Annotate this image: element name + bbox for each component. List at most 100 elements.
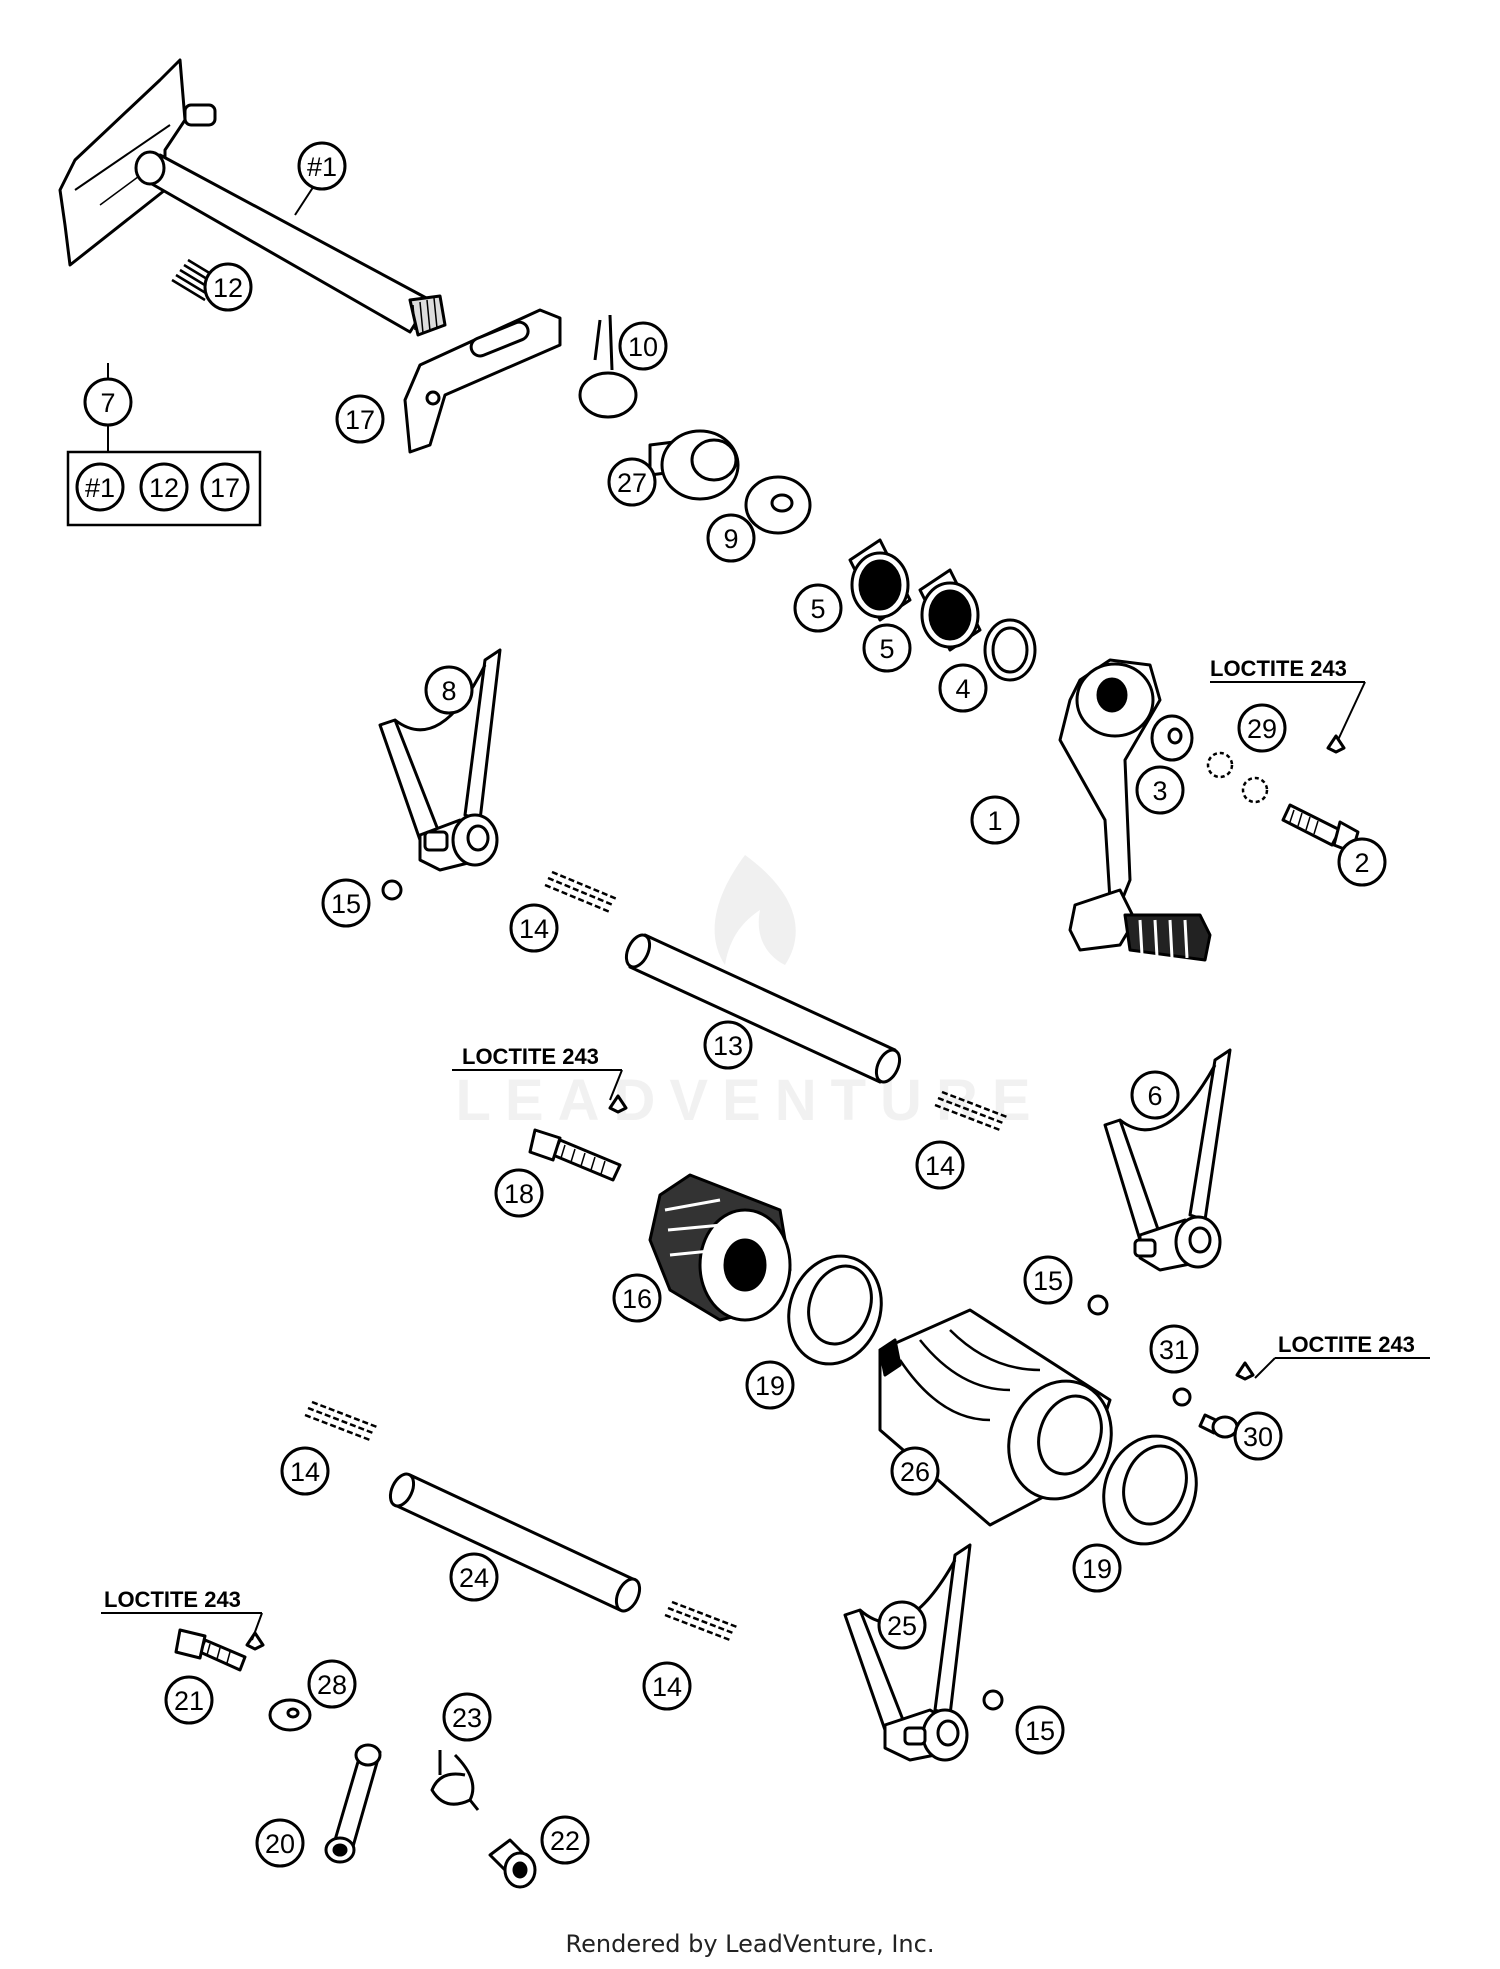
callout-label: 17 xyxy=(345,405,375,435)
callout-30: 19 xyxy=(1072,1543,1122,1593)
callout-17: 2 xyxy=(1337,837,1387,887)
callout-25: 15 xyxy=(1023,1255,1073,1305)
callout-circle xyxy=(280,1446,330,1496)
callout-circle xyxy=(612,1273,662,1323)
callout-label: 25 xyxy=(887,1611,917,1641)
callout-3: 10 xyxy=(618,321,668,371)
callout-label: 31 xyxy=(1159,1335,1189,1365)
callout-11: 5 xyxy=(862,623,912,673)
loctite-label-3: LOCTITE 243 xyxy=(1278,1332,1415,1357)
callout-label: 20 xyxy=(265,1829,295,1859)
callout-label: 29 xyxy=(1247,714,1277,744)
leader-lines xyxy=(101,171,1430,1641)
callout-label: 18 xyxy=(504,1179,534,1209)
callout-circle xyxy=(449,1552,499,1602)
callout-label: 3 xyxy=(1152,776,1167,806)
callout-circle xyxy=(938,663,988,713)
callout-14: 1 xyxy=(970,795,1020,845)
callout-38: 25 xyxy=(877,1600,927,1650)
callout-circle xyxy=(297,141,347,191)
callout-circle xyxy=(494,1168,544,1218)
callout-circle xyxy=(307,1659,357,1709)
kit-7-box xyxy=(66,450,262,527)
arm-20-part xyxy=(324,1743,382,1864)
callout-37: 22 xyxy=(540,1815,590,1865)
callout-4: 7 xyxy=(83,377,133,427)
callout-label: 19 xyxy=(755,1371,785,1401)
callout-circle xyxy=(75,462,125,512)
callout-circle xyxy=(442,1692,492,1742)
callout-0: #1 xyxy=(297,141,347,191)
callout-circle xyxy=(203,262,253,312)
callout-21: 18 xyxy=(494,1168,544,1218)
callout-circle xyxy=(745,1360,795,1410)
bushing-5a-part xyxy=(848,538,912,622)
callout-label: #1 xyxy=(307,152,337,182)
callout-circle xyxy=(139,462,189,512)
spring-14d-part xyxy=(664,1600,738,1642)
washer-31-part xyxy=(1172,1387,1192,1407)
shift-fork-25-part xyxy=(843,1543,972,1762)
shift-drum-26-part xyxy=(878,1308,1113,1527)
callout-5: #1 xyxy=(75,462,125,512)
shift-lever-1-part xyxy=(1058,658,1212,962)
callout-10: 5 xyxy=(793,583,843,633)
callout-circle xyxy=(618,321,668,371)
callout-35: 23 xyxy=(442,1692,492,1742)
callout-label: 27 xyxy=(617,468,647,498)
callout-circle xyxy=(607,457,657,507)
callout-circle xyxy=(862,623,912,673)
callout-label: #1 xyxy=(85,473,115,503)
callout-circle xyxy=(321,878,371,928)
lever-27-part xyxy=(648,429,740,501)
callout-28: 19 xyxy=(745,1360,795,1410)
callout-26: 31 xyxy=(1149,1324,1199,1374)
spring-14a-part xyxy=(544,870,618,914)
callout-circle xyxy=(1023,1255,1073,1305)
callout-label: 8 xyxy=(441,676,456,706)
shift-fork-6-part xyxy=(1103,1048,1232,1272)
callout-39: 15 xyxy=(1015,1705,1065,1755)
washer-9-part xyxy=(744,475,812,535)
callout-circle xyxy=(1337,837,1387,887)
callout-label: 17 xyxy=(210,473,240,503)
callout-label: 30 xyxy=(1243,1422,1273,1452)
callout-15: 3 xyxy=(1135,765,1185,815)
callout-27: 30 xyxy=(1233,1411,1283,1461)
callout-label: 5 xyxy=(810,594,825,624)
rod-24-part xyxy=(388,1472,642,1613)
callout-7: 17 xyxy=(200,462,250,512)
callout-circle xyxy=(1015,1705,1065,1755)
callout-31: 14 xyxy=(280,1446,330,1496)
pin-15a-part xyxy=(381,879,403,901)
loctite-labels: LOCTITE 243 LOCTITE 243 LOCTITE 243 LOCT… xyxy=(104,656,1415,1612)
callout-label: 23 xyxy=(452,1703,482,1733)
bearing-19a-part xyxy=(787,1254,883,1366)
footer-credit: Rendered by LeadVenture, Inc. xyxy=(565,1930,935,1958)
bushing-5b-part xyxy=(918,568,982,652)
callout-label: 22 xyxy=(550,1826,580,1856)
callout-circle xyxy=(164,1675,214,1725)
callout-label: 15 xyxy=(331,889,361,919)
callout-22: 16 xyxy=(612,1273,662,1323)
callout-label: 21 xyxy=(174,1686,204,1716)
callout-36: 20 xyxy=(255,1818,305,1868)
callout-40: 14 xyxy=(642,1661,692,1711)
lockwasher-29-part xyxy=(1206,751,1269,804)
callout-circle xyxy=(1149,1324,1199,1374)
callout-circle xyxy=(200,462,250,512)
callout-label: 1 xyxy=(987,806,1002,836)
callout-circle xyxy=(1135,765,1185,815)
callout-circle xyxy=(706,513,756,563)
callout-circle xyxy=(335,394,385,444)
loctite-label-1: LOCTITE 243 xyxy=(1210,656,1347,681)
washer-28-part xyxy=(268,1698,312,1732)
bearing-19b-part xyxy=(1102,1434,1198,1546)
spring-14b-part xyxy=(934,1090,1008,1132)
callout-circle xyxy=(424,665,474,715)
callout-label: 12 xyxy=(149,473,179,503)
callout-circle xyxy=(970,795,1020,845)
callout-label: 5 xyxy=(879,634,894,664)
callout-12: 4 xyxy=(938,663,988,713)
callout-32: 24 xyxy=(449,1552,499,1602)
